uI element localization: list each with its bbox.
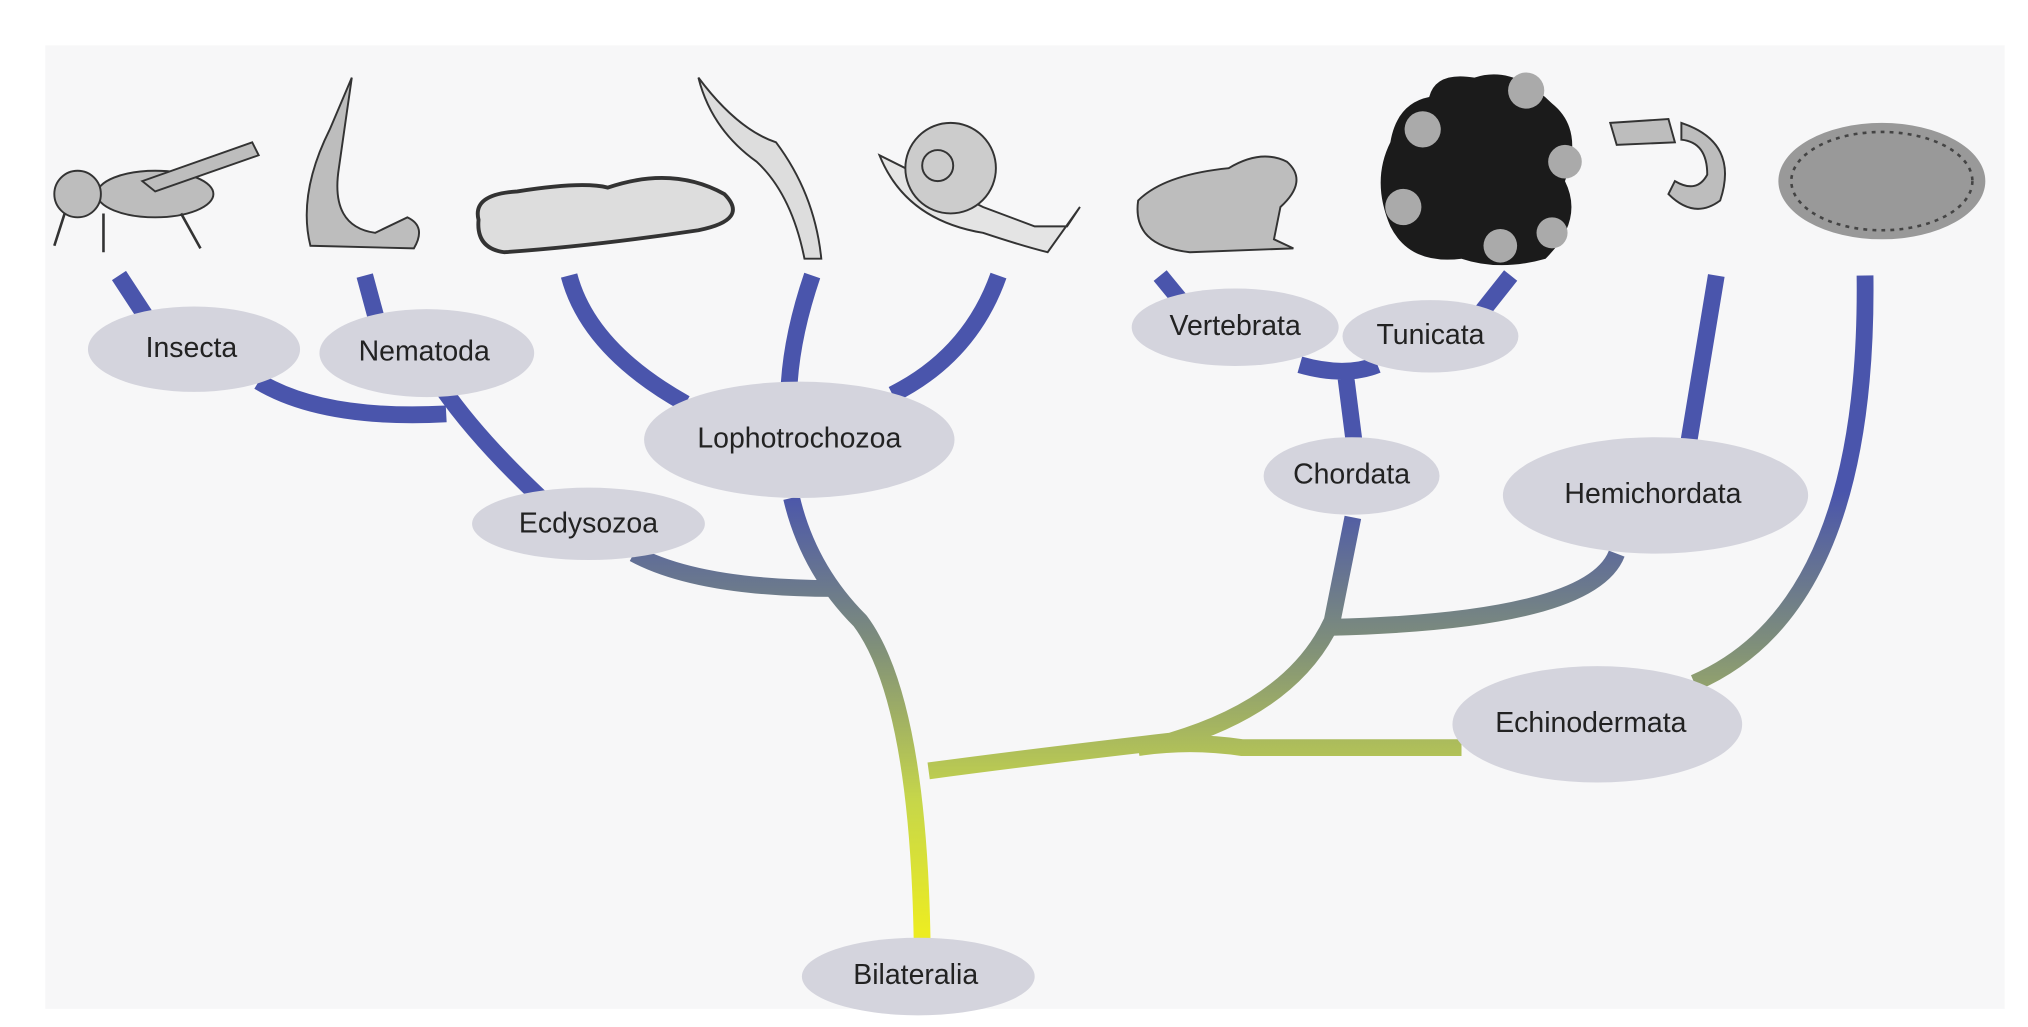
node-vertebrata: Vertebrata [1131,288,1339,367]
tunicate-colony-icon [1380,72,1582,266]
node-nematoda: Nematoda [319,309,535,398]
svg-text:Nematoda: Nematoda [359,336,490,368]
frog-icon [1136,155,1298,254]
node-insecta: Insecta [87,306,301,392]
node-hemichordata: Hemichordata [1502,437,1809,554]
node-ecdysozoa: Ecdysozoa [472,487,705,561]
svg-text:Ecdysozoa: Ecdysozoa [519,508,658,540]
rotifer-icon [697,77,823,260]
branch-snail [888,272,1007,403]
snail-icon [877,121,1081,254]
nematode-icon [305,77,420,250]
branch-flatworm [560,273,690,411]
svg-text:Vertebrata: Vertebrata [1170,310,1301,342]
animal-icons [53,72,1986,266]
node-lophotrochozoa: Lophotrochozoa [644,381,955,498]
branch-hemichordata [1331,274,1725,636]
branch-lophotrochozoa-stem [783,496,931,945]
branch-echinoid [1690,275,1874,691]
node-bilateralia: Bilateralia [801,937,1035,1016]
acorn-worm-icon [1608,118,1726,210]
flatworm-icon [475,176,735,255]
branch-echinodermata [1136,735,1462,757]
branch-ecdysozoa [629,546,835,597]
svg-text:Hemichordata: Hemichordata [1564,478,1741,510]
svg-text:Bilateralia: Bilateralia [853,959,978,991]
branch-tunicata [1474,270,1518,319]
sea-urchin-icon [1778,122,1986,240]
svg-text:Chordata: Chordata [1293,459,1410,491]
svg-text:Insecta: Insecta [146,332,238,364]
svg-text:Tunicata: Tunicata [1376,319,1484,351]
branch-chordata-join [1297,356,1381,444]
svg-text:Lophotrochozoa: Lophotrochozoa [697,422,901,454]
node-echinodermata: Echinodermata [1452,666,1743,783]
fly-icon [53,141,261,253]
node-tunicata: Tunicata [1342,300,1519,373]
svg-text:Echinodermata: Echinodermata [1495,707,1686,739]
branch-rotifer [780,272,821,389]
branches [111,270,1874,945]
node-chordata: Chordata [1263,437,1440,515]
